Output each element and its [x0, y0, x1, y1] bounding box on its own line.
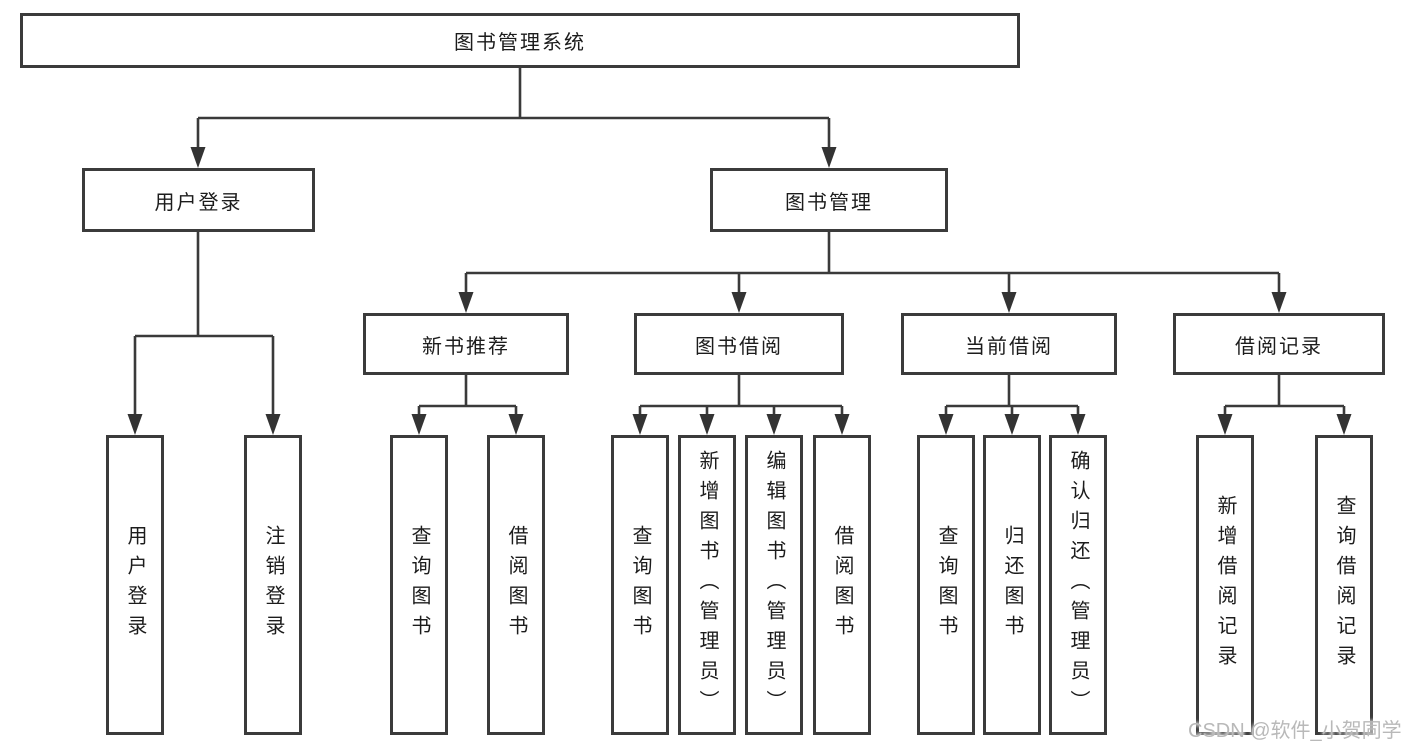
- leaf-recommend-borrow-books: 借阅图书: [487, 435, 545, 735]
- node-book-borrowing: 图书借阅: [634, 313, 844, 375]
- leaf-logout: 注销登录: [244, 435, 302, 735]
- node-current-borrowing-label: 当前借阅: [965, 335, 1053, 358]
- leaf-user-login-label: 用户登录: [124, 525, 146, 645]
- connector-newbook-to-leaves: [411, 375, 524, 435]
- leaf-borrow-edit-books-admin: 编辑图书（管理员）: [745, 435, 803, 735]
- leaf-borrow-add-books-admin-label: 新增图书（管理员）: [696, 450, 718, 720]
- leaf-current-query-books-label: 查询图书: [935, 525, 957, 645]
- node-root-label: 图书管理系统: [454, 32, 586, 54]
- leaf-borrow-edit-books-admin-label: 编辑图书（管理员）: [763, 450, 785, 720]
- leaf-current-return-books: 归还图书: [983, 435, 1041, 735]
- leaf-records-query-record: 查询借阅记录: [1315, 435, 1373, 735]
- node-new-book-recommend-label: 新书推荐: [422, 335, 510, 358]
- leaf-records-query-record-label: 查询借阅记录: [1333, 495, 1355, 675]
- leaf-borrow-add-books-admin: 新增图书（管理员）: [678, 435, 736, 735]
- leaf-current-confirm-return-admin: 确认归还（管理员）: [1049, 435, 1107, 735]
- connector-borrow-to-leaves: [632, 375, 850, 435]
- connector-bookmgmt-to-level3: [458, 232, 1287, 313]
- node-borrowing-records: 借阅记录: [1173, 313, 1385, 375]
- leaf-records-add-record-label: 新增借阅记录: [1214, 495, 1236, 675]
- node-user-login: 用户登录: [82, 168, 315, 232]
- connector-current-to-leaves: [938, 375, 1086, 435]
- leaf-records-add-record: 新增借阅记录: [1196, 435, 1254, 735]
- leaf-borrow-query-books-label: 查询图书: [629, 525, 651, 645]
- leaf-recommend-query-books-label: 查询图书: [408, 525, 430, 645]
- leaf-current-confirm-return-admin-label: 确认归还（管理员）: [1067, 450, 1089, 720]
- node-new-book-recommend: 新书推荐: [363, 313, 569, 375]
- leaf-user-login: 用户登录: [106, 435, 164, 735]
- leaf-current-return-books-label: 归还图书: [1001, 525, 1023, 645]
- node-borrowing-records-label: 借阅记录: [1235, 335, 1323, 358]
- node-root-library-system: 图书管理系统: [20, 13, 1020, 68]
- csdn-watermark: CSDN @软件_小贺同学: [1188, 720, 1402, 742]
- node-current-borrowing: 当前借阅: [901, 313, 1117, 375]
- leaf-recommend-borrow-books-label: 借阅图书: [505, 525, 527, 645]
- leaf-current-query-books: 查询图书: [917, 435, 975, 735]
- connector-root-to-level2: [190, 68, 837, 168]
- leaf-borrow-query-books: 查询图书: [611, 435, 669, 735]
- node-user-login-label: 用户登录: [154, 191, 243, 214]
- node-book-management: 图书管理: [710, 168, 948, 232]
- node-book-management-label: 图书管理: [785, 191, 873, 214]
- leaf-borrow-borrow-books-label: 借阅图书: [831, 525, 853, 645]
- leaf-recommend-query-books: 查询图书: [390, 435, 448, 735]
- connector-userlogin-to-leaves: [127, 232, 281, 435]
- leaf-logout-label: 注销登录: [262, 525, 284, 645]
- leaf-borrow-borrow-books: 借阅图书: [813, 435, 871, 735]
- node-book-borrowing-label: 图书借阅: [695, 335, 783, 358]
- connector-records-to-leaves: [1217, 375, 1352, 435]
